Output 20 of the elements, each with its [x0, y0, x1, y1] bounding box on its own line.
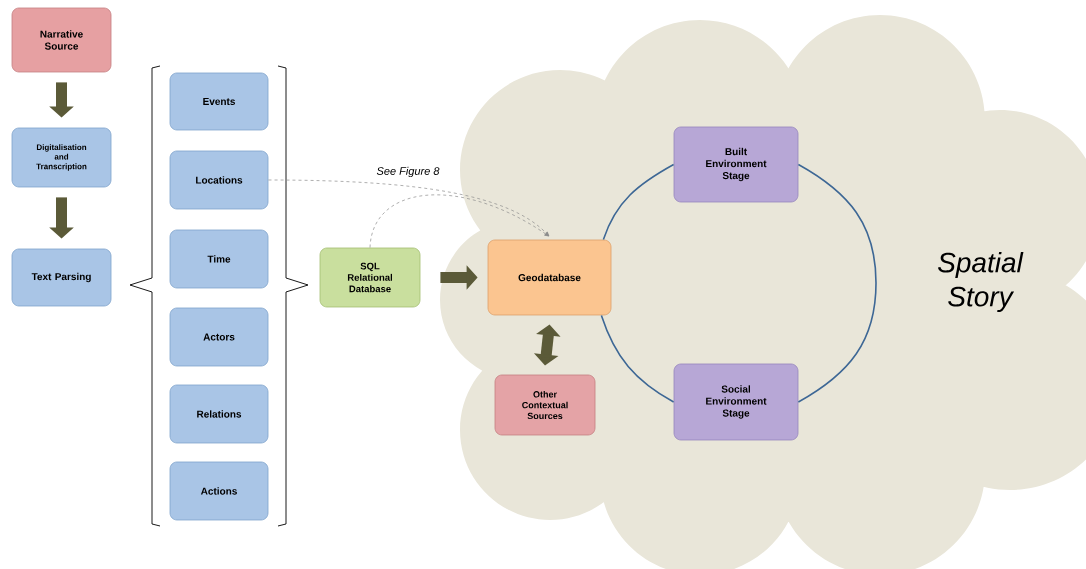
category-box: Events — [169, 72, 269, 131]
edge-label: See Figure 8 — [376, 166, 440, 178]
stage-box: Built Environment Stage — [673, 126, 799, 203]
process-box: Text Parsing — [11, 248, 112, 307]
dashed-arrow — [268, 179, 550, 237]
database-box: Geodatabase — [487, 239, 612, 316]
database-box: SQL Relational Database — [319, 247, 421, 308]
category-box: Actions — [169, 461, 269, 521]
connector-line — [600, 314, 675, 403]
source-box: Other Contextual Sources — [494, 374, 596, 436]
connector-line — [797, 163, 877, 403]
category-box: Time — [169, 229, 269, 289]
category-box: Locations — [169, 150, 269, 210]
process-box: Narrative Source — [11, 7, 112, 73]
category-box: Relations — [169, 384, 269, 444]
connector-line — [602, 163, 675, 241]
process-box: Digitalisation and Transcription — [11, 127, 112, 188]
category-box: Actors — [169, 307, 269, 367]
stage-box: Social Environment Stage — [673, 363, 799, 441]
dashed-arrow — [369, 194, 550, 248]
